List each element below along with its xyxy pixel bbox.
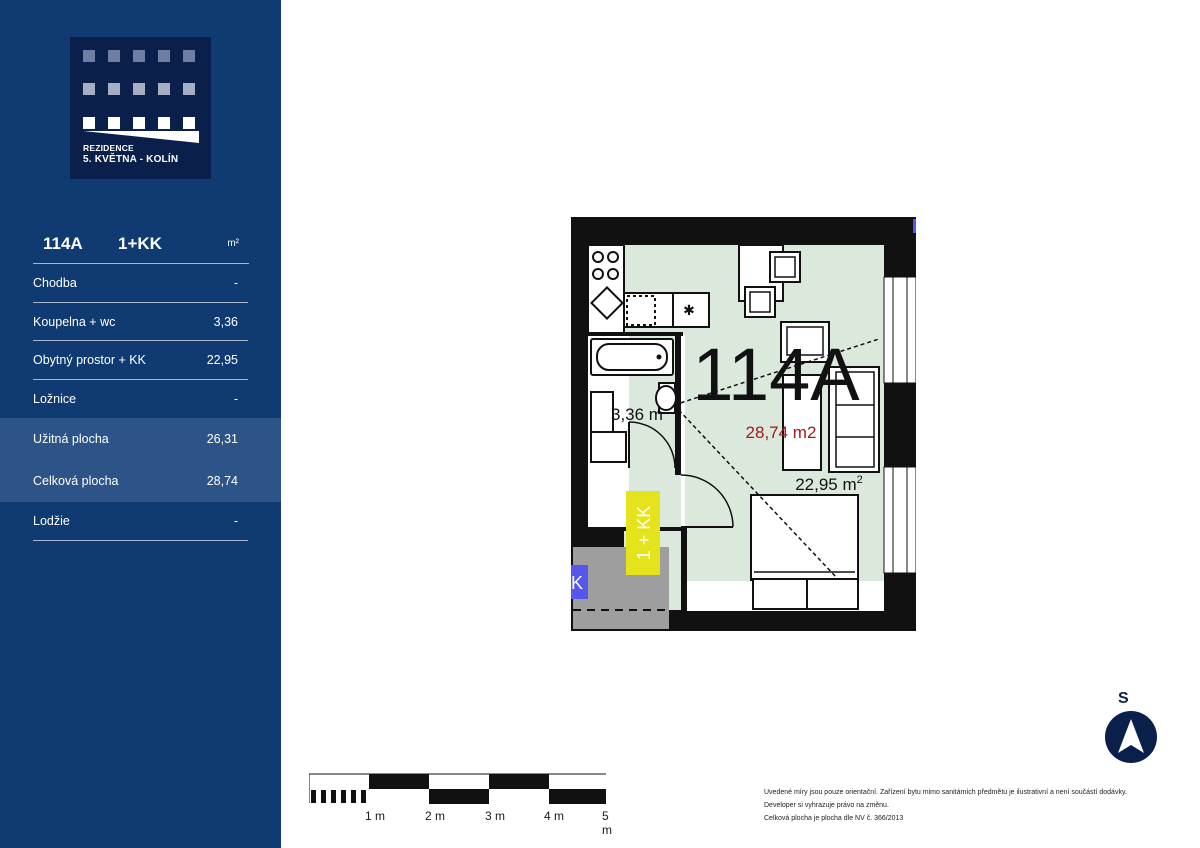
logo-square — [133, 50, 145, 62]
room-label: Celková plocha — [33, 474, 119, 488]
logo-text: REZIDENCE 5. KVĚTNA - KOLÍN — [83, 143, 178, 165]
stove-burner — [592, 251, 604, 263]
room-row: Obytný prostor + KK 22,95 — [0, 341, 281, 380]
total-area-label: 28,74 m2 — [746, 423, 817, 442]
disclaimer-line: Celková plocha je plocha dle NV č. 366/2… — [764, 815, 904, 822]
room-value: - — [233, 276, 238, 290]
room-label: Koupelna + wc — [33, 314, 116, 329]
room-value: - — [233, 514, 238, 528]
door-swing — [680, 474, 734, 528]
bath-area-value: 3,36 m — [611, 405, 663, 424]
scale-label: 4 m — [544, 809, 565, 823]
scale-label: 5 m — [602, 809, 612, 837]
logo-square — [108, 117, 120, 129]
scale-label: 1 m — [365, 809, 386, 823]
logo-square — [133, 117, 145, 129]
room-table: Chodba - Koupelna + wc 3,36 Obytný prost… — [0, 264, 281, 541]
interior-wall — [675, 335, 681, 475]
room-value: - — [233, 391, 238, 406]
logo-square — [183, 50, 195, 62]
kitchen-counter — [623, 292, 710, 328]
room-label: Chodba — [33, 276, 77, 290]
coffee-table — [782, 374, 822, 471]
room-label: Lodžie — [33, 514, 70, 528]
usable-area-row: Užitná plocha 26,31 — [0, 418, 281, 460]
unit-code: 114A — [43, 234, 83, 253]
room-row: Chodba - — [0, 264, 281, 303]
interior-wall — [588, 332, 683, 336]
unit-type: 1+KK — [118, 234, 162, 253]
window — [883, 276, 916, 384]
edge-tag-text: K — [571, 573, 583, 593]
disclaimer: Uvedené míry jsou pouze orientační. Zaří… — [764, 786, 1184, 825]
logo-square — [83, 50, 95, 62]
layout-tag-text: 1 + KK — [634, 506, 654, 561]
room-label: Užitná plocha — [33, 432, 109, 446]
unit-header: 114A 1+KK m² — [33, 226, 249, 264]
logo-line-2: 5. KVĚTNA - KOLÍN — [83, 154, 179, 165]
stove-burner — [607, 251, 619, 263]
logo-square — [108, 50, 120, 62]
scale-bar: 1 m 2 m 3 m 4 m 5 m — [309, 773, 612, 837]
logo-wedge — [83, 131, 199, 143]
measure-line — [673, 338, 880, 406]
logo-square — [183, 83, 195, 95]
logo-square — [183, 117, 195, 129]
unit-label-large: 114A — [692, 333, 860, 416]
interior-wall — [681, 527, 687, 612]
unit-area-label: m² — [227, 238, 239, 249]
logo-square — [158, 83, 170, 95]
svg-text:✱: ✱ — [683, 303, 695, 319]
stove-burner — [592, 268, 604, 280]
living-area-label: 22,95 m2 — [795, 474, 863, 494]
info-sidebar: REZIDENCE 5. KVĚTNA - KOLÍN 114A 1+KK m²… — [0, 0, 281, 848]
compass-label: S — [1118, 690, 1129, 707]
living-area-value: 22,95 m — [795, 475, 856, 494]
room-row: Koupelna + wc 3,36 — [0, 303, 281, 341]
room-row: Lodžie - — [0, 502, 281, 541]
bed — [750, 494, 859, 581]
logo-square — [83, 83, 95, 95]
logo-square — [108, 83, 120, 95]
floor-plan: ✱ 114A 28,74 m2 3,36 m 22,95 m2 1 + KK K — [571, 217, 916, 631]
logo-square — [158, 50, 170, 62]
scale-label: 3 m — [485, 809, 506, 823]
logo: REZIDENCE 5. KVĚTNA - KOLÍN — [70, 37, 211, 179]
sink — [590, 286, 624, 320]
total-area-row: Celková plocha 28,74 — [0, 460, 281, 502]
logo-square — [83, 117, 95, 129]
logo-square — [158, 117, 170, 129]
bathtub — [590, 338, 674, 376]
logo-line-1: REZIDENCE — [83, 143, 134, 153]
measure-line — [673, 404, 837, 578]
layout-tag — [626, 491, 660, 575]
door-swing — [628, 421, 676, 469]
compass: S — [1104, 690, 1160, 770]
room-label: Obytný prostor + KK — [33, 353, 146, 367]
living-area-sup: 2 — [857, 474, 863, 486]
room-row: Ložnice - — [0, 380, 281, 419]
window — [883, 466, 916, 574]
scale-label: 2 m — [425, 809, 446, 823]
room-value: 26,31 — [206, 432, 238, 446]
compass-icon — [1105, 711, 1157, 763]
room-label: Ložnice — [33, 391, 77, 406]
room-value: 22,95 — [206, 353, 238, 367]
stove-burner — [607, 268, 619, 280]
room-value: 3,36 — [213, 314, 238, 329]
disclaimer-line: Uvedené míry jsou pouze orientační. Zaří… — [764, 789, 1127, 796]
edge-tag — [571, 565, 588, 599]
room-value: 28,74 — [206, 474, 238, 488]
bath-area-label: 3,36 m — [611, 405, 663, 424]
washbasin — [590, 391, 614, 433]
disclaimer-line: Developer si vyhrazuje právo na změnu. — [764, 802, 889, 809]
sofa — [828, 366, 880, 473]
scale-bar-graphic — [309, 773, 606, 804]
logo-square — [133, 83, 145, 95]
